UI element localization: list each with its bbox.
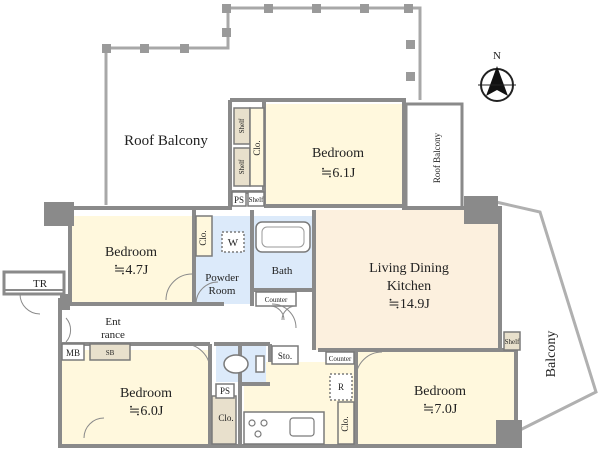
clo-bottom-label: Clo.	[218, 413, 233, 423]
bedroom-bottom-left-name: Bedroom	[120, 386, 172, 401]
sto-label: Sto.	[278, 351, 292, 361]
ldk-size: ≒14.9J	[388, 297, 430, 312]
clo-left-label: Clo.	[198, 230, 208, 245]
entrance-floor	[70, 308, 224, 342]
refrigerator-label: R	[338, 382, 344, 392]
bedroom-left-size: ≒4.7J	[114, 263, 149, 278]
labels: N Roof Balcony Roof Balcony Balcony Bedr…	[33, 50, 559, 432]
balcony-label: Balcony	[544, 331, 559, 378]
shelf-label-4: Shelf	[505, 338, 520, 346]
toilet	[223, 354, 249, 374]
wall-columns	[44, 196, 522, 448]
balcony-railing	[495, 200, 598, 432]
powder-room-line2: Room	[209, 285, 236, 297]
sb-label: SB	[106, 349, 115, 357]
tr-label: TR	[33, 278, 48, 290]
bedroom-right-name: Bedroom	[414, 384, 466, 399]
counter-label-1: Counter	[265, 296, 288, 304]
tr-box	[2, 270, 66, 296]
ps-bottom-label: PS	[220, 386, 230, 396]
bedroom-right-size: ≒7.0J	[423, 402, 458, 417]
roof-balcony-small-label: Roof Balcony	[432, 132, 442, 183]
washer-label: W	[228, 237, 239, 249]
ps-top-label: PS	[234, 195, 244, 205]
shelf-label-3: Shelf	[249, 196, 264, 204]
bedroom-bottom-left-floor	[60, 350, 208, 446]
sink-icon	[289, 417, 315, 437]
shelf-label-2: Shelf	[238, 159, 246, 174]
bedroom-right-floor	[354, 352, 514, 446]
bathtub	[255, 221, 311, 253]
ldk-floor	[316, 210, 498, 350]
ldk-line1: Living Dining	[369, 261, 449, 276]
clo-top-label: Clo.	[252, 140, 262, 155]
clo-right-label: Clo.	[340, 416, 350, 431]
bedroom-top-name: Bedroom	[312, 146, 364, 161]
compass-north-label: N	[493, 50, 501, 62]
room-floors	[60, 104, 514, 446]
bath-label: Bath	[272, 265, 293, 277]
bedroom-top-floor	[266, 104, 404, 204]
door-swings	[19, 273, 383, 439]
powder-room-line1: Powder	[205, 272, 239, 284]
stove-icon	[248, 419, 268, 438]
compass-icon	[478, 66, 516, 102]
roof-balcony-label: Roof Balcony	[124, 133, 208, 149]
shelf-label-1: Shelf	[238, 118, 246, 133]
bedroom-bottom-left-size: ≒6.0J	[129, 404, 164, 419]
closets	[61, 107, 521, 445]
mb-label: MB	[66, 348, 80, 358]
bedroom-left-name: Bedroom	[105, 245, 157, 260]
entrance-line1: Ent	[105, 316, 120, 328]
bedroom-left-floor	[70, 216, 194, 302]
kitchen-counter	[243, 411, 325, 445]
roof-balcony-posts	[102, 4, 415, 81]
entrance-line2: rance	[101, 329, 125, 341]
bedroom-top-size: ≒6.1J	[321, 166, 356, 181]
counter-label-2: Counter	[329, 355, 352, 363]
ldk-line2: Kitchen	[387, 279, 431, 294]
